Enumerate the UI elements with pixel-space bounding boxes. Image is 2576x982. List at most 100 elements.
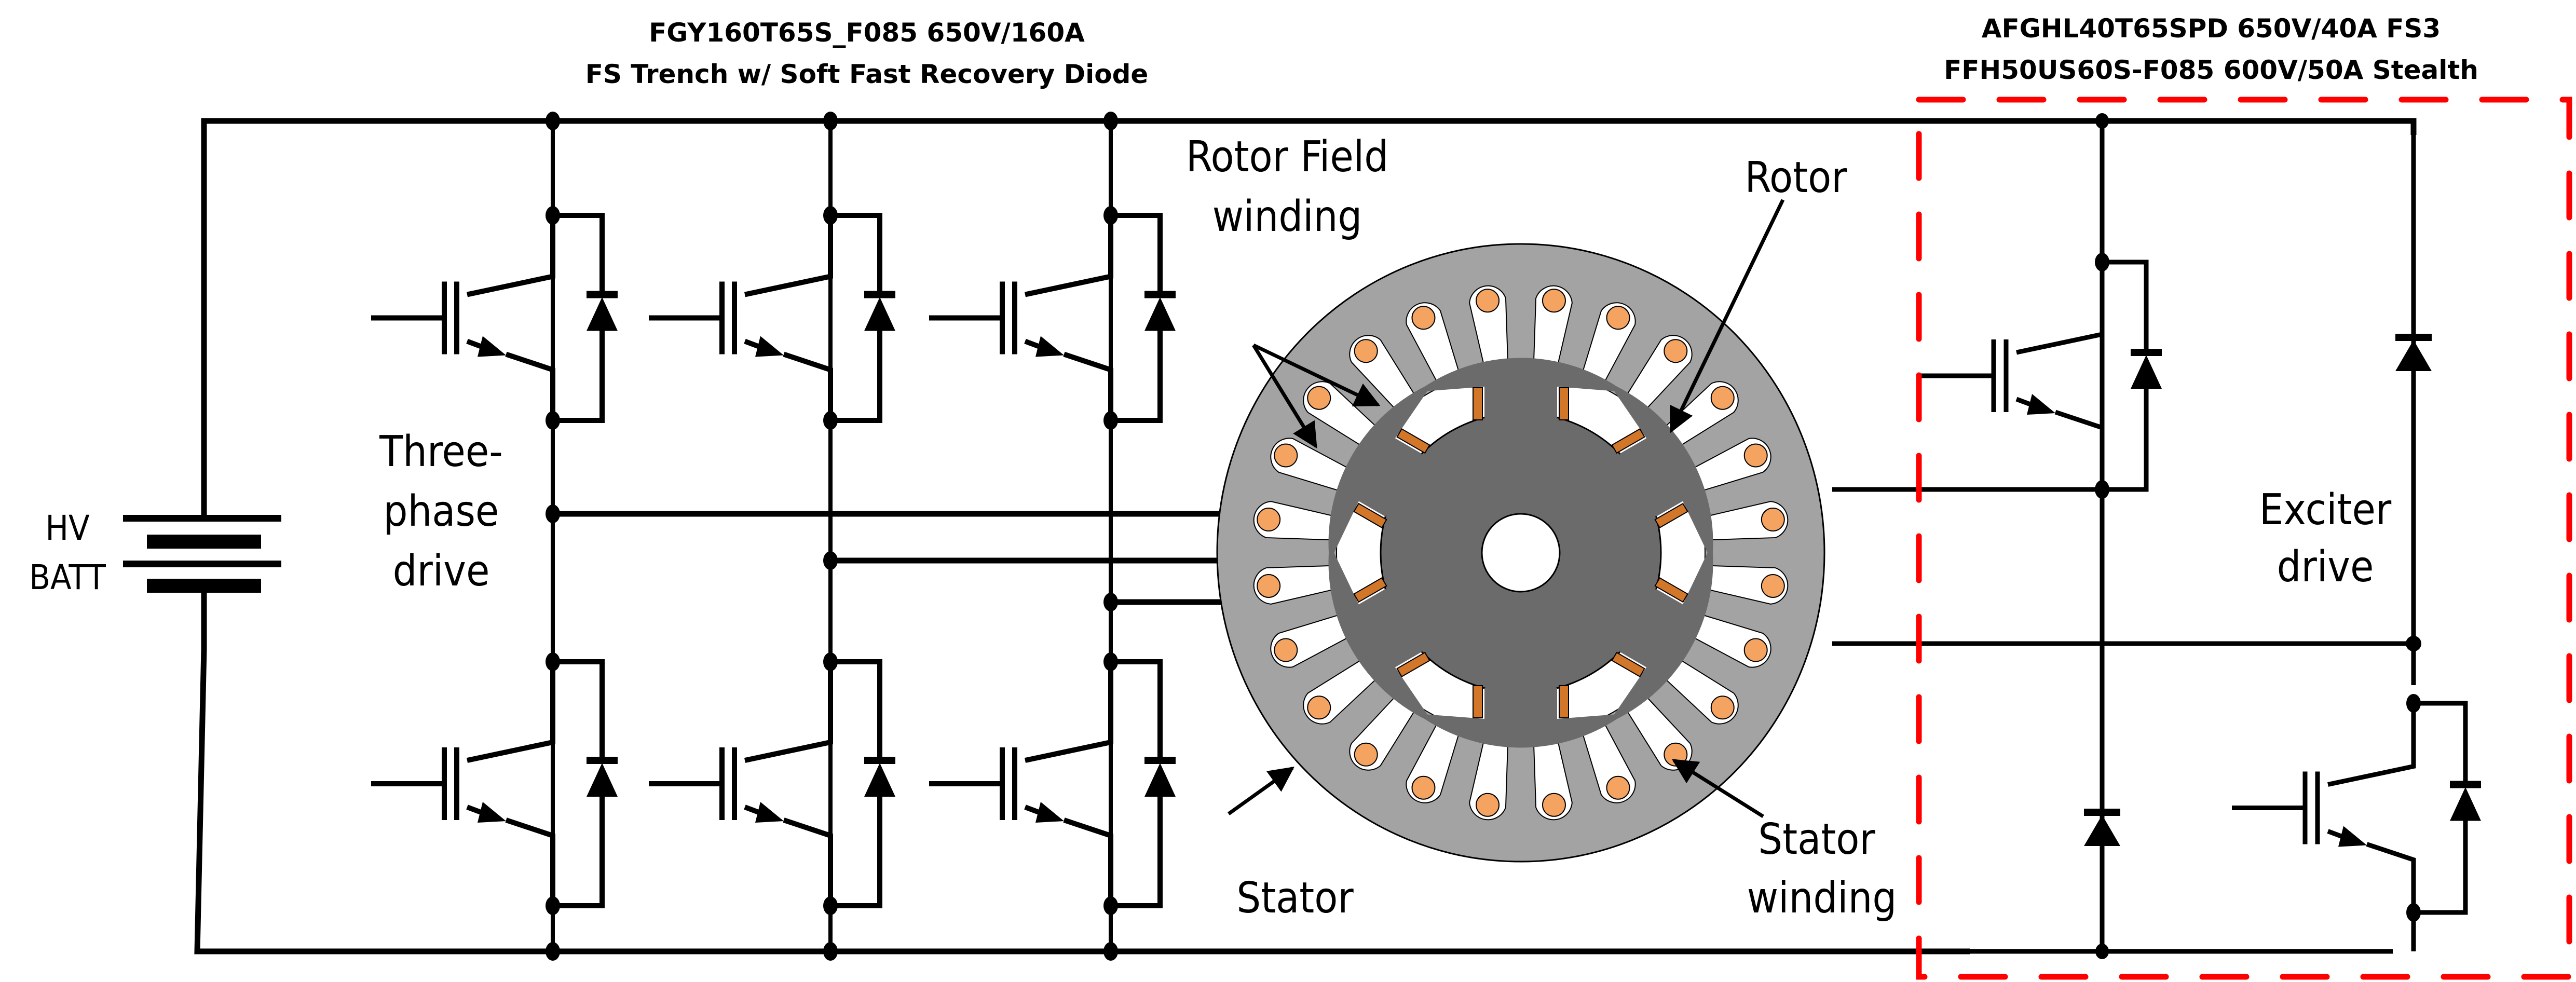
- battery-label-hv: HV: [45, 508, 90, 548]
- inverter-leg-3: [929, 112, 1176, 961]
- stator-winding-conductor: [1542, 289, 1566, 313]
- stator-slot: [1270, 438, 1356, 494]
- rotor-field-conductor: [1611, 651, 1645, 678]
- stator-slot: [1469, 285, 1509, 373]
- rotor-pole: [1328, 543, 1434, 724]
- inverter-leg-2: [649, 112, 895, 961]
- rotor-field-conductor: [1353, 502, 1387, 529]
- low-side-igbt: [649, 652, 895, 915]
- junction-dot: [2095, 113, 2109, 129]
- stator-winding-conductor: [1257, 574, 1281, 598]
- stator-slot: [1701, 501, 1789, 541]
- diode-anode-lead: [1111, 331, 1163, 423]
- three-phase-inverter: [371, 112, 1176, 961]
- diode-cathode-lead: [2414, 701, 2468, 785]
- igbt-emitter: [2366, 842, 2416, 912]
- diode-triangle: [864, 297, 895, 331]
- stator-slot: [1469, 733, 1509, 821]
- junction-dot: [2406, 694, 2421, 713]
- igbt-collector: [1024, 215, 1113, 297]
- junction-dot: [546, 112, 560, 130]
- stator-label: Stator: [1236, 874, 1354, 923]
- rotor-field-conductor: [1559, 387, 1569, 420]
- stator-winding-conductor: [1354, 742, 1378, 767]
- igbt-emitter-arrow: [2338, 826, 2367, 847]
- junction-dot: [546, 206, 560, 225]
- stator-winding-conductor: [1761, 574, 1785, 598]
- rotor-field-conductor: [1473, 685, 1483, 718]
- igbt-collector: [466, 662, 555, 763]
- rotor-field-arrow-2: [1252, 343, 1381, 407]
- stator-winding-conductor: [1354, 339, 1378, 363]
- exciter-part-header: AFGHL40T65SPD 650V/40A FS3 FFH50US60S-F0…: [1944, 13, 2478, 85]
- junction-dot: [2095, 253, 2109, 271]
- stator-slot: [1303, 655, 1383, 725]
- junction-dot: [546, 942, 560, 961]
- rotor-field-conductor: [1611, 428, 1645, 454]
- diode-cathode-lead: [830, 213, 882, 295]
- exciter-leg-left: [1920, 113, 2162, 959]
- stator-winding-conductor: [1476, 793, 1500, 817]
- stator-winding-conductor: [1606, 775, 1630, 800]
- igbt-emitter-arrow: [755, 336, 784, 357]
- exciter-high-side-diode: [2395, 285, 2432, 426]
- igbt-emitter-arrow: [1035, 336, 1064, 357]
- diode-cathode-bar: [587, 757, 618, 764]
- diode-cathode-bar: [1144, 757, 1176, 764]
- exciter-high-side-igbt: [1920, 253, 2162, 499]
- diode-cathode-bar: [1144, 291, 1176, 298]
- junction-dot: [823, 942, 838, 961]
- diode-cathode-lead: [830, 659, 882, 760]
- igbt-collector: [2016, 262, 2105, 355]
- negative-rail: [194, 584, 1970, 954]
- stator-slot: [1701, 565, 1789, 605]
- exciter-boundary-box: [1916, 97, 2572, 980]
- stator-winding-conductor: [1274, 443, 1298, 468]
- igbt-collector: [1024, 662, 1113, 763]
- igbt-emitter: [505, 817, 555, 906]
- low-side-igbt: [371, 652, 618, 915]
- three-phase-label-line2: phase: [384, 487, 499, 536]
- stator-arrow: [1227, 767, 1294, 815]
- rotor-shaft-hole: [1481, 513, 1561, 593]
- stator-winding-conductor: [1307, 695, 1331, 720]
- junction-dot: [823, 112, 838, 130]
- diode-cathode-lead: [553, 213, 605, 295]
- stator-winding-conductor: [1664, 339, 1688, 363]
- stator-winding-conductor: [1743, 638, 1768, 662]
- exciter-diode-part-number: FFH50US60S-F085 600V/50A Stealth: [1944, 55, 2478, 85]
- diode-cathode-bar: [864, 757, 895, 764]
- diode-triangle: [2084, 815, 2120, 846]
- rotor-pole: [1417, 685, 1625, 748]
- diode-cathode-bar: [2131, 349, 2162, 356]
- junction-dot: [1103, 112, 1118, 130]
- battery-plate-long-2: [123, 561, 281, 567]
- junction-dot: [1103, 206, 1118, 225]
- igbt-emitter: [2054, 410, 2105, 489]
- stator-slot: [1349, 691, 1419, 771]
- rotor-pole: [1328, 382, 1434, 563]
- stator-slot: [1686, 438, 1771, 494]
- rotor-pole: [1608, 382, 1713, 563]
- battery-plate-short-2: [147, 579, 261, 593]
- diode-cathode-lead: [1111, 213, 1163, 295]
- rotor-field-conductor: [1396, 651, 1430, 678]
- stator-slot: [1349, 335, 1419, 415]
- rotor-field-label-line2: winding: [1212, 192, 1362, 241]
- rotor-pole-shoe: [1328, 382, 1434, 563]
- junction-dot: [1103, 652, 1118, 671]
- rotor-label: Rotor: [1744, 153, 1847, 202]
- rotor-pole-shoe: [1328, 543, 1434, 724]
- stator-slot: [1686, 612, 1771, 668]
- diode-anode-lead: [2102, 389, 2149, 492]
- junction-dot: [2095, 480, 2109, 499]
- diode-cathode-bar: [587, 291, 618, 298]
- inverter-part-description: FS Trench w/ Soft Fast Recovery Diode: [585, 59, 1149, 89]
- stator-slot: [1406, 718, 1462, 803]
- rotor-field-conductor: [1473, 387, 1483, 420]
- stator-slot: [1533, 733, 1573, 821]
- igbt-emitter-arrow: [755, 802, 784, 823]
- diode-triangle: [2450, 787, 2481, 821]
- igbt-collector: [2327, 703, 2416, 787]
- junction-dot: [823, 896, 838, 915]
